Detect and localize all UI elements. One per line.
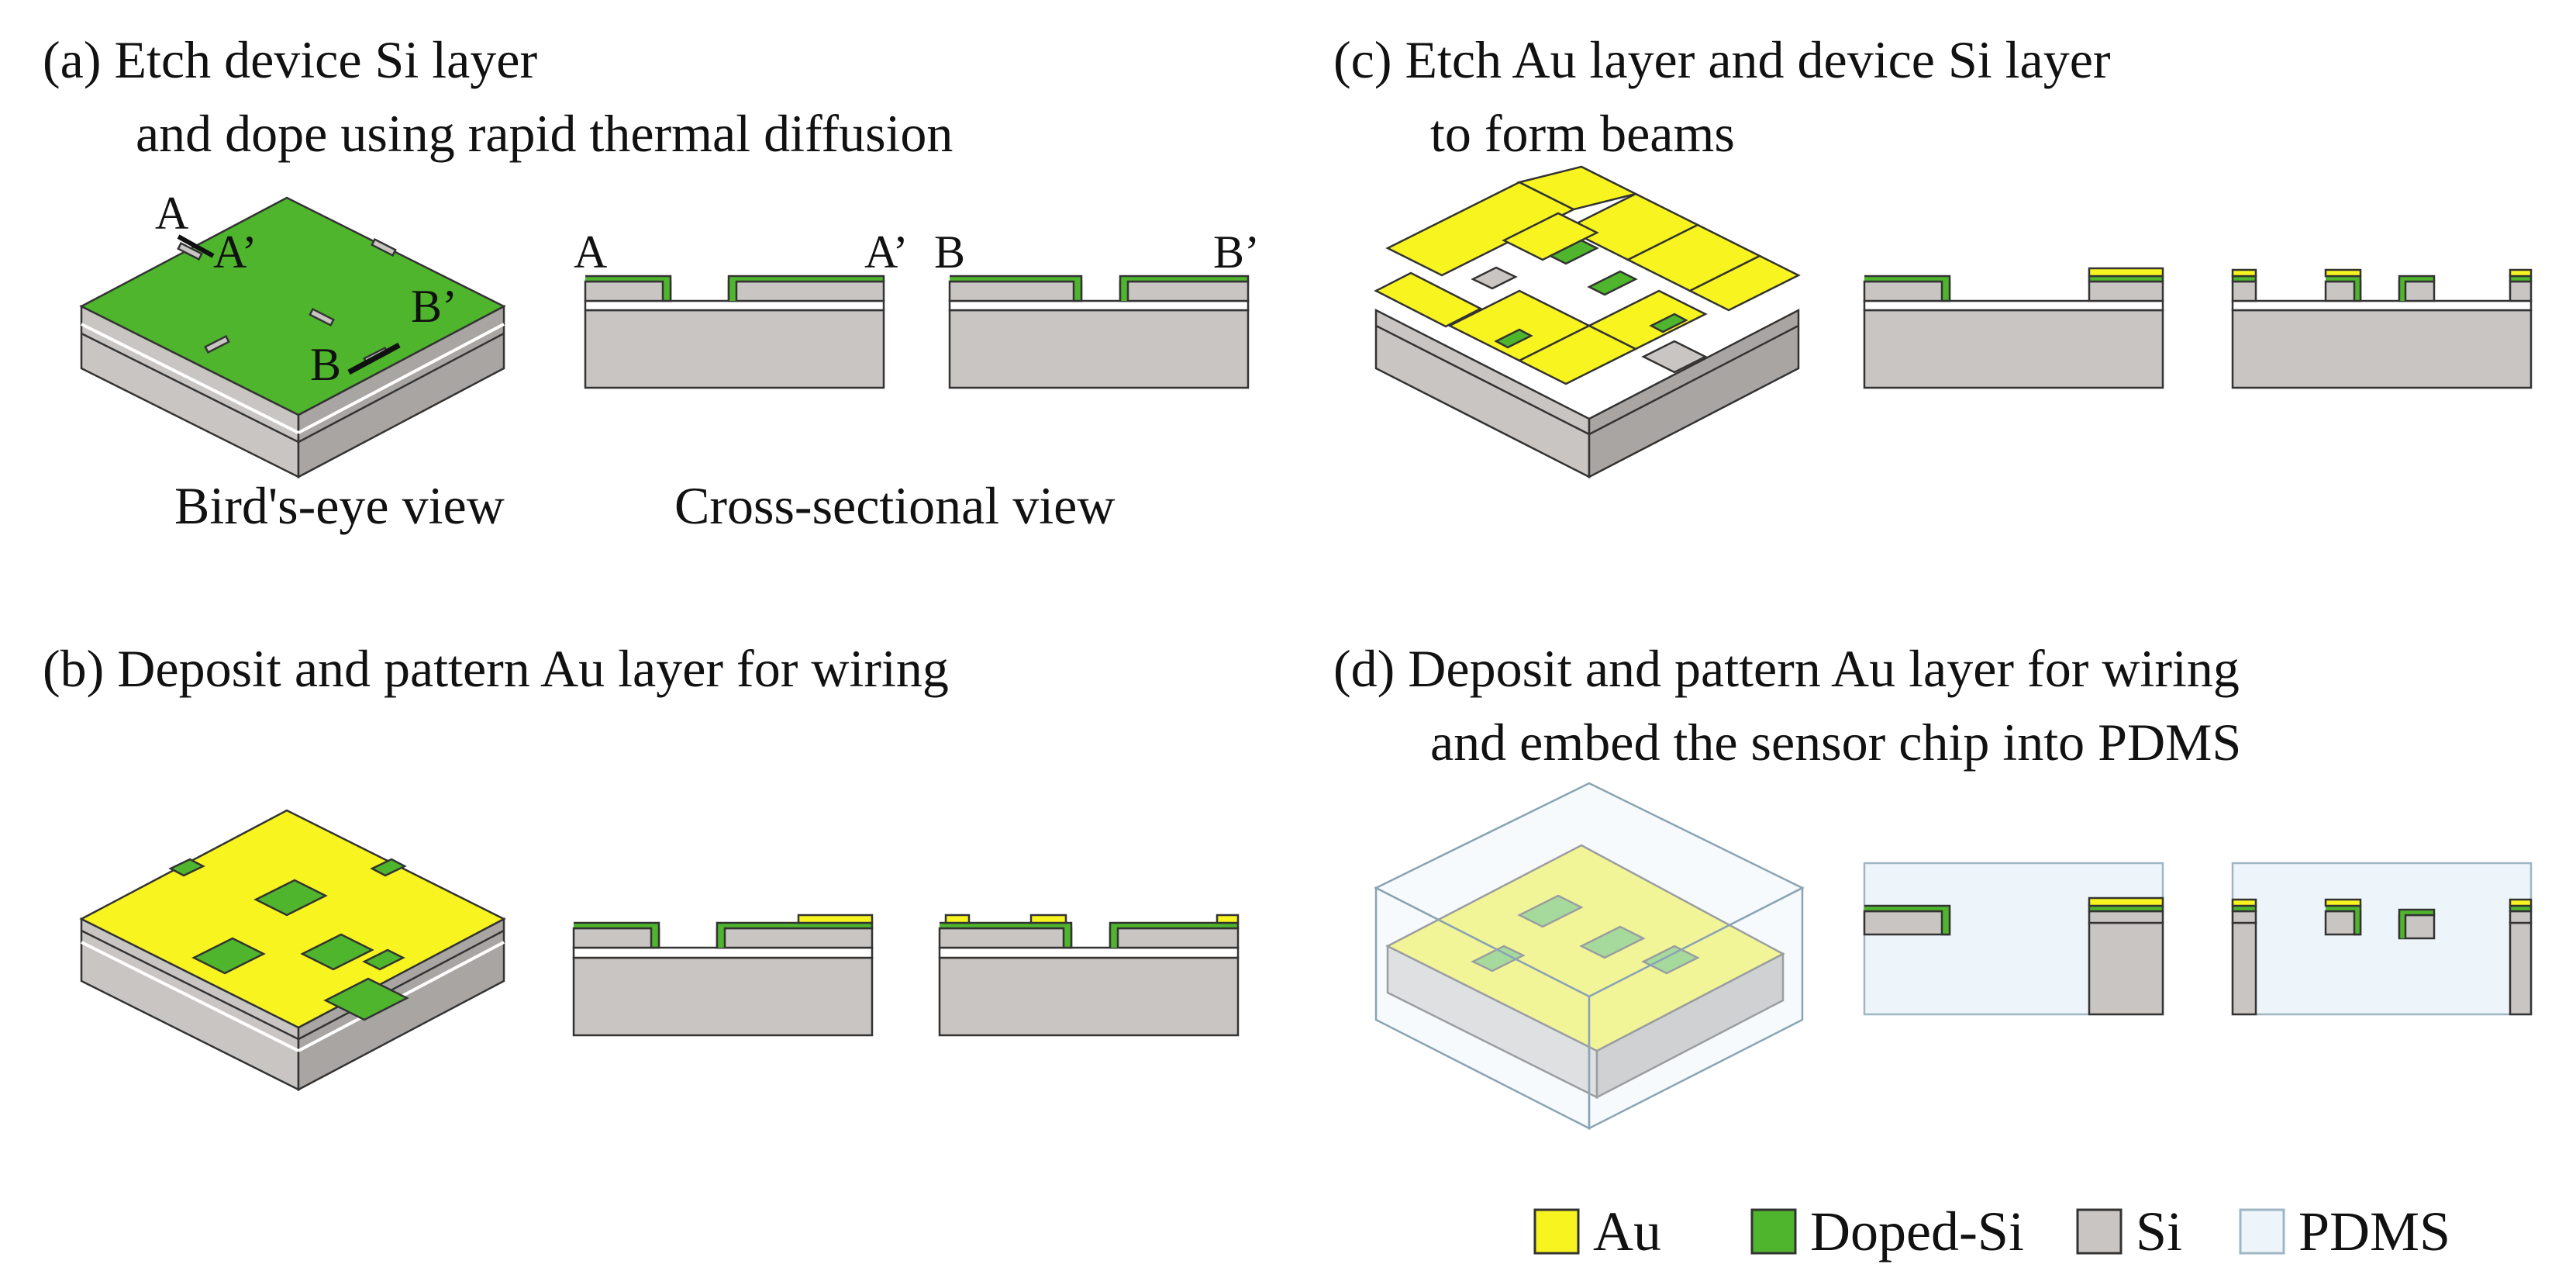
label-B-cross: B [934, 226, 965, 278]
legend-label-au: Au [1593, 1200, 1661, 1263]
label-A-cross: A [574, 226, 607, 278]
panel-c-cross-section-1 [1863, 267, 2164, 389]
panel-a-title-line2: and dope using rapid thermal diffusion [136, 104, 953, 163]
legend-label-pdms: PDMS [2298, 1200, 2450, 1263]
label-A-prime-cross: A’ [864, 226, 909, 278]
panel-d-cross-section-1 [1863, 862, 2164, 1016]
panel-a-cross-section-bb [948, 275, 1250, 389]
caption-cross-sectional-view: Cross-sectional view [674, 476, 1115, 535]
panel-d-title-line1: (d) Deposit and pattern Au layer for wir… [1333, 639, 2240, 698]
legend-swatch-doped-si [1750, 1208, 1797, 1255]
legend-label-doped-si: Doped-Si [1810, 1200, 2024, 1263]
legend: Au Doped-Si Si PDMS [1533, 1200, 2450, 1263]
panel-b-cross-section-1 [572, 914, 874, 1037]
caption-birdseye-view: Bird's-eye view [174, 476, 505, 535]
legend-swatch-au [1533, 1208, 1580, 1255]
label-B-birdseye: B [310, 339, 341, 390]
panel-a-cross-section-aa [584, 275, 885, 389]
panel-a: (a) Etch device Si layer and dope using … [43, 30, 1260, 535]
panel-b-birdseye-block [79, 809, 506, 1092]
panel-c-cross-section-2 [2231, 268, 2533, 389]
panel-c-title-line2: to form beams [1430, 104, 1735, 163]
panel-b-cross-section-2 [938, 914, 1240, 1037]
label-B-prime-birdseye: B’ [411, 281, 457, 332]
panel-b-title-line1: (b) Deposit and pattern Au layer for wir… [43, 639, 949, 698]
panel-b: (b) Deposit and pattern Au layer for wir… [43, 639, 1240, 1092]
panel-c: (c) Etch Au layer and device Si layer to… [1333, 30, 2533, 479]
panel-d-title-line2: and embed the sensor chip into PDMS [1430, 713, 2241, 772]
panel-d: (d) Deposit and pattern Au layer for wir… [1333, 639, 2533, 1131]
legend-swatch-pdms [2239, 1208, 2285, 1255]
panel-d-cross-section-2 [2231, 862, 2533, 1016]
label-A-prime-birdseye: A’ [213, 226, 257, 278]
panel-c-title-line1: (c) Etch Au layer and device Si layer [1333, 30, 2111, 89]
panel-a-birdseye-block [79, 196, 506, 479]
legend-swatch-si [2076, 1208, 2123, 1255]
panel-a-title-line1: (a) Etch device Si layer [43, 30, 537, 89]
panel-c-birdseye-block [1374, 165, 1801, 479]
legend-label-si: Si [2136, 1200, 2182, 1263]
label-B-prime-cross: B’ [1213, 226, 1260, 278]
label-A-birdseye: A [155, 188, 188, 239]
panel-d-birdseye-block [1374, 782, 1805, 1131]
